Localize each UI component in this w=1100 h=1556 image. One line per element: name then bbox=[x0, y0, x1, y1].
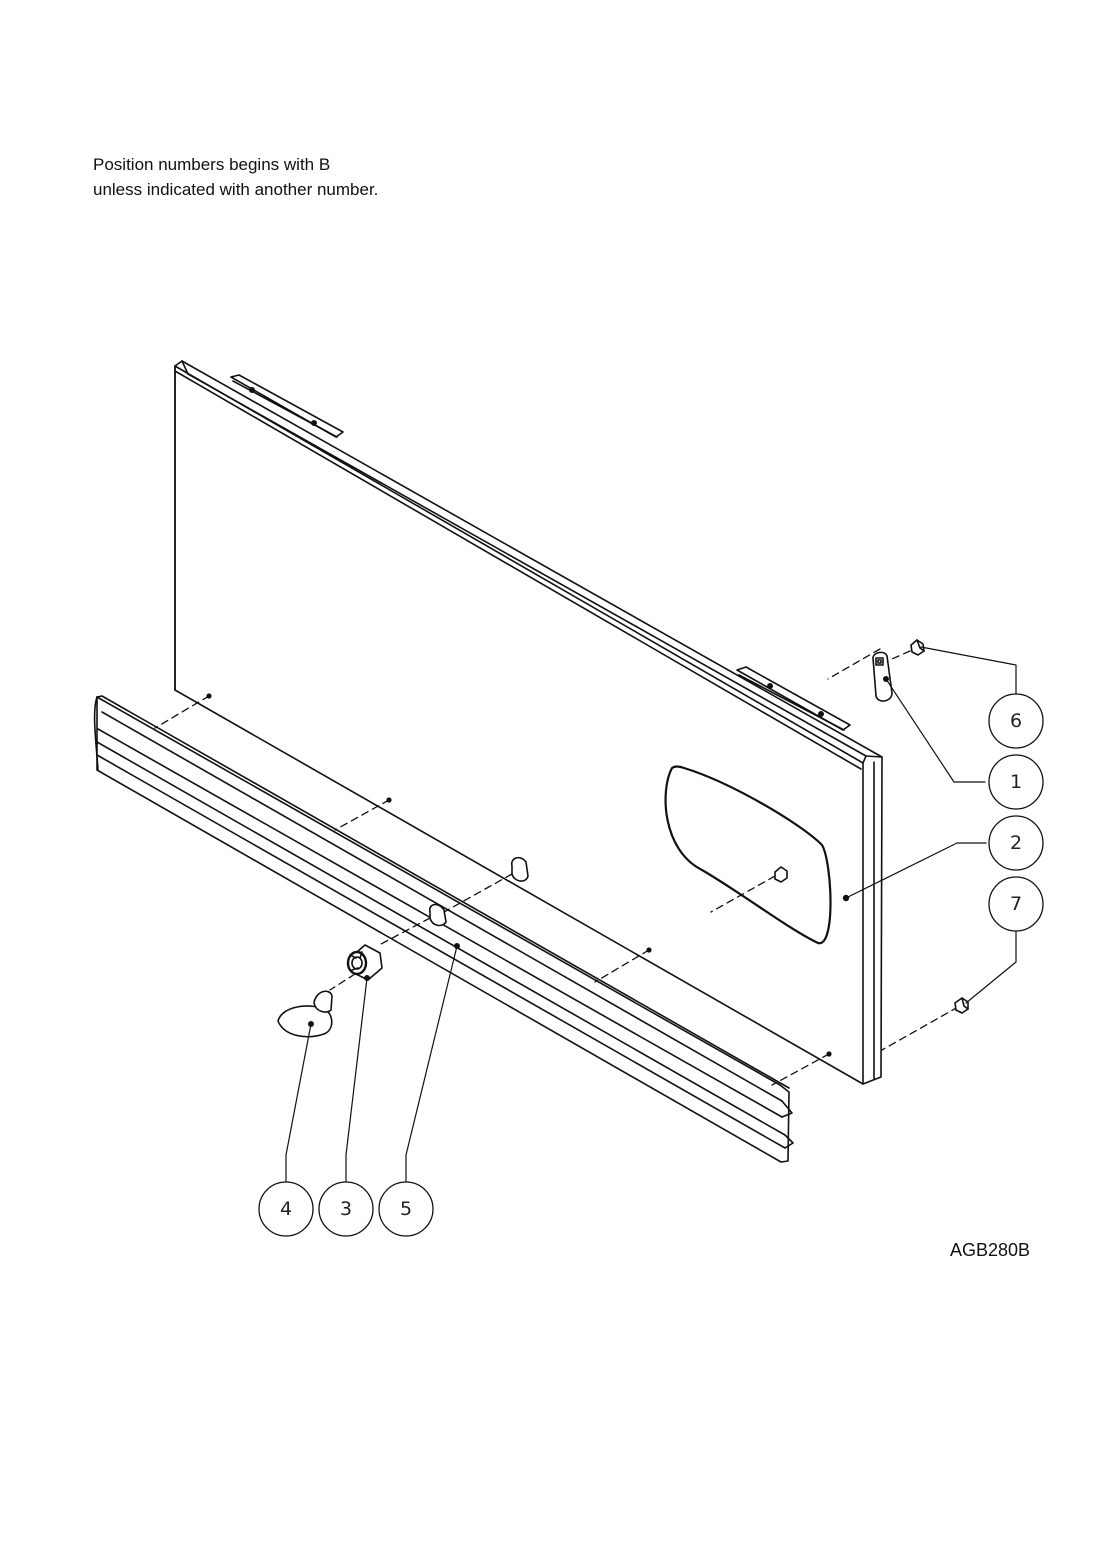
position-note: Position numbers begins with B unless in… bbox=[93, 152, 378, 202]
position-note-line-1: Position numbers begins with B bbox=[93, 155, 331, 174]
screw-part-7 bbox=[954, 997, 969, 1014]
lock-cylinder-part-3 bbox=[346, 944, 383, 981]
balloon-1: 1 bbox=[1010, 771, 1022, 793]
screw-part-6 bbox=[910, 639, 925, 656]
key-part-4 bbox=[277, 990, 333, 1038]
latch-plate-part-1 bbox=[872, 651, 893, 702]
hinge-bracket-right bbox=[736, 666, 851, 731]
assembly-lines bbox=[154, 648, 959, 1086]
leader-lines bbox=[285, 646, 1017, 1183]
balloon-3: 3 bbox=[340, 1198, 352, 1220]
position-note-line-2: unless indicated with another number. bbox=[93, 180, 379, 199]
balloon-7: 7 bbox=[1010, 893, 1022, 915]
window-stud bbox=[774, 866, 788, 883]
balloon-6: 6 bbox=[1010, 710, 1022, 732]
bottom-profile bbox=[93, 695, 794, 1163]
balloons bbox=[258, 693, 1044, 1237]
panel bbox=[174, 360, 883, 1085]
balloon-4: 4 bbox=[280, 1198, 292, 1220]
hinge-bracket-left bbox=[230, 374, 344, 438]
balloon-2: 2 bbox=[1010, 832, 1022, 854]
balloon-5: 5 bbox=[400, 1198, 412, 1220]
drawing-code: AGB280B bbox=[950, 1240, 1031, 1260]
